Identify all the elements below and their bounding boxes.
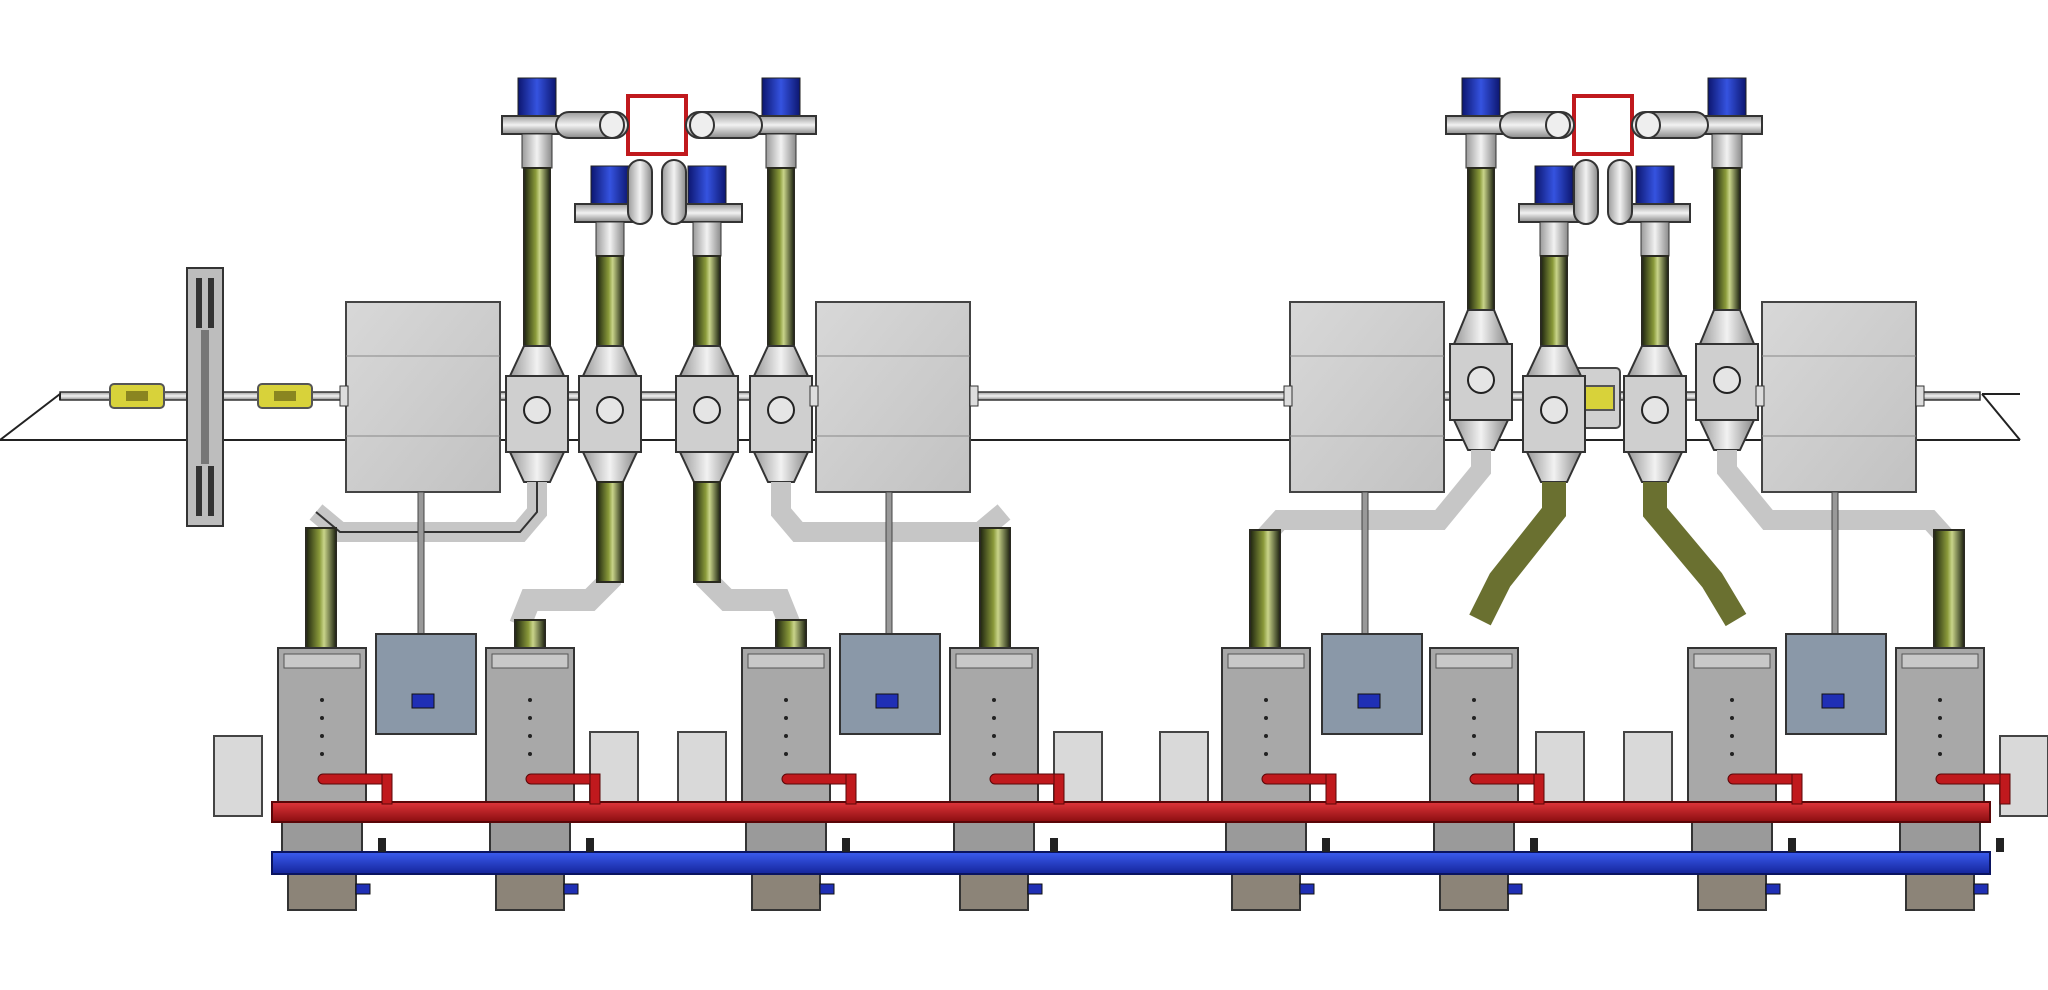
left-valve-column <box>186 267 224 527</box>
control-box <box>375 633 477 735</box>
lower-equipment-row <box>213 633 2048 911</box>
filter-tower <box>1691 77 1763 451</box>
valve-icon <box>1530 838 1538 852</box>
red-pipe-loop <box>525 773 599 785</box>
blue-cap-icon <box>1534 165 1574 205</box>
valve-icon <box>1788 838 1796 852</box>
filter-tower <box>745 77 817 483</box>
red-square-frame-icon <box>626 94 688 156</box>
side-cabinet <box>1623 731 1673 811</box>
side-cabinet <box>677 731 727 811</box>
section-left <box>305 77 1011 649</box>
filter-tower <box>574 165 646 483</box>
blue-cap-icon <box>761 77 801 117</box>
heat-exchanger-panel <box>345 301 501 493</box>
valve-icon <box>1507 883 1523 895</box>
valve-icon <box>1027 883 1043 895</box>
red-square-frame-icon <box>1572 94 1634 156</box>
blue-manifold <box>271 851 1991 875</box>
blue-cap-icon <box>517 77 557 117</box>
red-pipe-loop <box>1469 773 1543 785</box>
rail-collars <box>339 385 1925 407</box>
blue-cap-icon <box>1707 77 1747 117</box>
filter-tower <box>1619 165 1691 483</box>
control-box <box>839 633 941 735</box>
valve-icon <box>1973 883 1989 895</box>
valve-icon <box>355 883 371 895</box>
valve-icon <box>1765 883 1781 895</box>
yellow-marker-icon <box>257 383 313 409</box>
yellow-marker-icon <box>109 383 165 409</box>
valve-icon <box>1322 838 1330 852</box>
valve-icon <box>1050 838 1058 852</box>
valve-icon <box>819 883 835 895</box>
blue-cap-icon <box>1635 165 1675 205</box>
red-manifold <box>271 801 1991 823</box>
valve-icon <box>378 838 386 852</box>
red-pipe-loop <box>1935 773 2009 785</box>
blue-cap-icon <box>590 165 630 205</box>
heat-exchanger-panel <box>1289 301 1445 493</box>
storage-tank <box>741 647 831 911</box>
red-pipe-loop <box>781 773 855 785</box>
valve-icon <box>1996 838 2004 852</box>
filter-tower <box>671 165 743 483</box>
valve-icon <box>842 838 850 852</box>
control-box <box>1785 633 1887 735</box>
section-right <box>1249 77 1965 649</box>
red-pipe-loop <box>1261 773 1335 785</box>
filter-tower <box>1445 77 1517 451</box>
filter-tower <box>501 77 573 483</box>
red-pipe-loop <box>317 773 391 785</box>
valve-icon <box>1299 883 1315 895</box>
blue-cap-icon <box>687 165 727 205</box>
side-cabinet <box>1159 731 1209 811</box>
valve-icon <box>586 838 594 852</box>
red-pipe-loop <box>989 773 1063 785</box>
side-cabinet <box>213 735 263 817</box>
blue-cap-icon <box>1461 77 1501 117</box>
filter-tower <box>1518 165 1590 483</box>
valve-icon <box>563 883 579 895</box>
heat-exchanger-panel <box>815 301 971 493</box>
heat-exchanger-panel <box>1761 301 1917 493</box>
control-box <box>1321 633 1423 735</box>
red-pipe-loop <box>1727 773 1801 785</box>
